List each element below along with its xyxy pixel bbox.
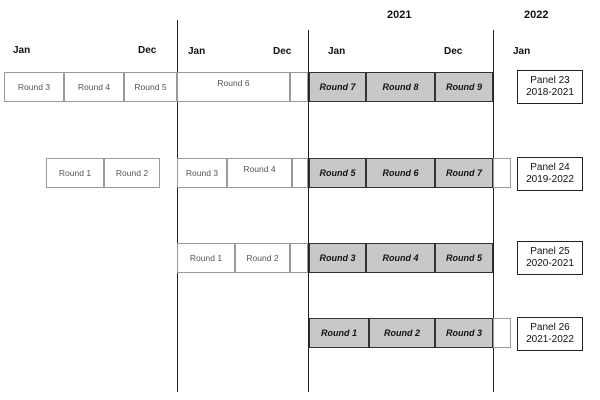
month-label-jan: Jan (13, 45, 31, 56)
round-box-2021: Round 2 (369, 318, 435, 348)
round-box-2021: Round 5 (435, 243, 493, 273)
round-box-2021: Round 7 (309, 72, 366, 102)
divider-line (308, 30, 309, 392)
panel-years: 2018-2021 (526, 87, 574, 98)
round-box-2021: Round 1 (309, 318, 369, 348)
divider-line (177, 20, 178, 392)
panel-name: Panel 24 (530, 162, 570, 173)
round-box: Round 4 (64, 72, 124, 102)
round-box-2021: Round 7 (435, 158, 493, 188)
round-box-empty (493, 318, 511, 348)
panel-label: Panel 25 2020-2021 (517, 241, 583, 275)
month-label-jan: Jan (328, 46, 346, 57)
panel-label: Panel 24 2019-2022 (517, 157, 583, 191)
round-box: Round 1 (177, 243, 235, 273)
round-box: Round 3 (4, 72, 64, 102)
year-header-2022: 2022 (524, 9, 549, 21)
divider-line (493, 30, 494, 392)
panel-label: Panel 23 2018-2021 (517, 70, 583, 104)
round-box-empty (290, 72, 308, 102)
round-box-2021: Round 8 (366, 72, 435, 102)
panel-name: Panel 26 (530, 322, 570, 333)
year-header-2021: 2021 (387, 9, 412, 21)
round-box: Round 6 (177, 72, 290, 102)
month-label-dec: Dec (444, 46, 463, 57)
month-label-dec: Dec (273, 46, 292, 57)
round-box-empty (290, 243, 308, 273)
round-box-2021: Round 3 (435, 318, 493, 348)
month-label-jan: Jan (513, 46, 531, 57)
round-box: Round 2 (235, 243, 290, 273)
panel-years: 2020-2021 (526, 258, 574, 269)
round-box-2021: Round 6 (366, 158, 435, 188)
round-box-2021: Round 4 (366, 243, 435, 273)
month-label-dec: Dec (138, 45, 157, 56)
panel-label: Panel 26 2021-2022 (517, 317, 583, 351)
round-box: Round 1 (46, 158, 104, 188)
panel-years: 2021-2022 (526, 334, 574, 345)
round-box: Round 2 (104, 158, 160, 188)
round-box: Round 5 (124, 72, 177, 102)
round-box-2021: Round 5 (309, 158, 366, 188)
panel-name: Panel 23 (530, 75, 570, 86)
round-box: Round 4 (227, 158, 292, 188)
round-box-2021: Round 3 (309, 243, 366, 273)
panel-years: 2019-2022 (526, 174, 574, 185)
round-box-empty (493, 158, 511, 188)
round-box-empty (292, 158, 308, 188)
month-label-jan: Jan (188, 46, 206, 57)
panel-name: Panel 25 (530, 246, 570, 257)
round-box: Round 3 (177, 158, 227, 188)
round-box-2021: Round 9 (435, 72, 493, 102)
